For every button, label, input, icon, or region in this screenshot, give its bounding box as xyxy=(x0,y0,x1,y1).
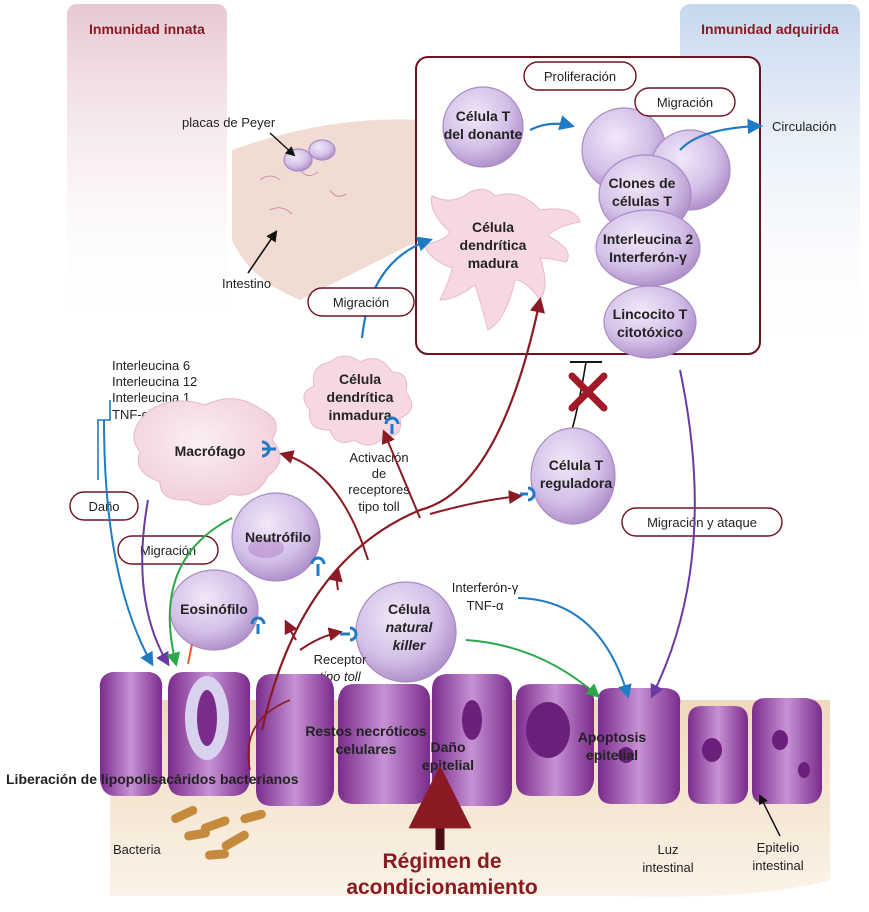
label-peyer: placas de Peyer xyxy=(182,115,276,130)
toll-receptor-neutrophil xyxy=(310,556,326,576)
svg-text:celulares: celulares xyxy=(336,741,397,757)
svg-text:Restos necróticos: Restos necróticos xyxy=(305,723,427,739)
svg-text:Macrófago: Macrófago xyxy=(175,443,246,459)
svg-text:Interleucina 6: Interleucina 6 xyxy=(112,358,190,373)
svg-text:epitelial: epitelial xyxy=(586,747,638,763)
svg-text:intestinal: intestinal xyxy=(752,858,803,873)
svg-text:Daño: Daño xyxy=(431,739,466,755)
cell-t-clones xyxy=(581,107,731,236)
svg-text:células T: células T xyxy=(612,193,672,209)
svg-text:de: de xyxy=(372,466,386,481)
svg-text:reguladora: reguladora xyxy=(540,475,613,491)
toll-receptor-macrophage xyxy=(261,440,276,458)
svg-text:killer: killer xyxy=(393,637,427,653)
label-regimen-2: acondicionamiento xyxy=(346,876,537,899)
svg-text:TNF-α: TNF-α xyxy=(112,407,150,422)
svg-text:Interleucina 12: Interleucina 12 xyxy=(112,374,197,389)
svg-text:Activación: Activación xyxy=(349,450,408,465)
svg-text:Luz: Luz xyxy=(658,842,679,857)
label-bacteria: Bacteria xyxy=(113,842,161,857)
svg-text:Apoptosis: Apoptosis xyxy=(578,729,647,745)
svg-text:Proliferación: Proliferación xyxy=(544,69,616,84)
block-cross-icon xyxy=(568,372,608,412)
header-innate: Inmunidad innata xyxy=(89,21,205,37)
svg-text:Interferón-γ: Interferón-γ xyxy=(452,580,519,595)
pill-migration-mid xyxy=(307,287,415,317)
pill-damage xyxy=(69,491,139,521)
svg-text:dendrítica: dendrítica xyxy=(460,237,527,253)
svg-text:tipo toll: tipo toll xyxy=(358,499,399,514)
label-circulation: Circulación xyxy=(772,119,836,134)
svg-text:Neutrófilo: Neutrófilo xyxy=(245,529,311,545)
svg-text:Lincocito T: Lincocito T xyxy=(613,306,688,322)
header-acquired: Inmunidad adquirida xyxy=(701,21,839,37)
intestine-shape xyxy=(232,119,420,300)
bacteria-group xyxy=(171,805,266,860)
cell-macrophage xyxy=(133,398,281,506)
toll-receptor-treg xyxy=(520,486,536,502)
pill-proliferation xyxy=(523,61,637,91)
svg-text:madura: madura xyxy=(468,255,519,271)
cell-il2 xyxy=(595,209,701,287)
pill-migration-top xyxy=(634,87,736,117)
cell-t-donor xyxy=(442,86,524,168)
svg-text:Receptor: Receptor xyxy=(314,652,367,667)
svg-text:intestinal: intestinal xyxy=(642,860,693,875)
svg-text:TNF-α: TNF-α xyxy=(466,598,504,613)
label-intestine: Intestino xyxy=(222,276,271,291)
svg-text:Clones de: Clones de xyxy=(609,175,676,191)
svg-text:Interleucina 2: Interleucina 2 xyxy=(603,231,693,247)
svg-text:receptores: receptores xyxy=(348,482,410,497)
svg-text:inmadura: inmadura xyxy=(328,407,391,423)
svg-text:epitelial: epitelial xyxy=(422,757,474,773)
svg-text:Daño: Daño xyxy=(88,499,119,514)
svg-text:Célula: Célula xyxy=(339,371,381,387)
svg-text:Migración: Migración xyxy=(140,543,196,558)
svg-text:Interferón-γ: Interferón-γ xyxy=(609,249,687,265)
pill-migration-attack xyxy=(621,507,783,537)
svg-text:Migración: Migración xyxy=(657,95,713,110)
svg-text:Eosinófilo: Eosinófilo xyxy=(180,601,248,617)
cell-treg xyxy=(530,427,616,525)
innate-band xyxy=(67,4,227,334)
label-lps: Liberación de lipopolisacáridos bacteria… xyxy=(6,771,299,787)
svg-text:Migración y ataque: Migración y ataque xyxy=(647,515,757,530)
svg-text:dendrítica: dendrítica xyxy=(327,389,394,405)
cell-ctl xyxy=(603,285,697,359)
cell-dc-mature xyxy=(423,188,581,331)
svg-text:Célula T: Célula T xyxy=(549,457,604,473)
svg-text:natural: natural xyxy=(386,619,434,635)
svg-text:del donante: del donante xyxy=(444,126,523,142)
svg-text:Célula: Célula xyxy=(388,601,430,617)
cell-neutrophil xyxy=(231,492,321,582)
svg-text:citotóxico: citotóxico xyxy=(617,324,683,340)
peyer-patch-1 xyxy=(283,148,313,172)
toll-receptor-eosinophil xyxy=(250,616,266,634)
svg-text:Célula: Célula xyxy=(472,219,514,235)
toll-receptor-nk xyxy=(340,626,358,642)
svg-text:Migración: Migración xyxy=(333,295,389,310)
peyer-patch-2 xyxy=(308,139,336,161)
svg-text:Epitelio: Epitelio xyxy=(757,840,800,855)
svg-text:Célula T: Célula T xyxy=(456,108,511,124)
svg-text:Interleucina 1: Interleucina 1 xyxy=(112,390,190,405)
label-regimen-1: Régimen de xyxy=(382,850,501,873)
